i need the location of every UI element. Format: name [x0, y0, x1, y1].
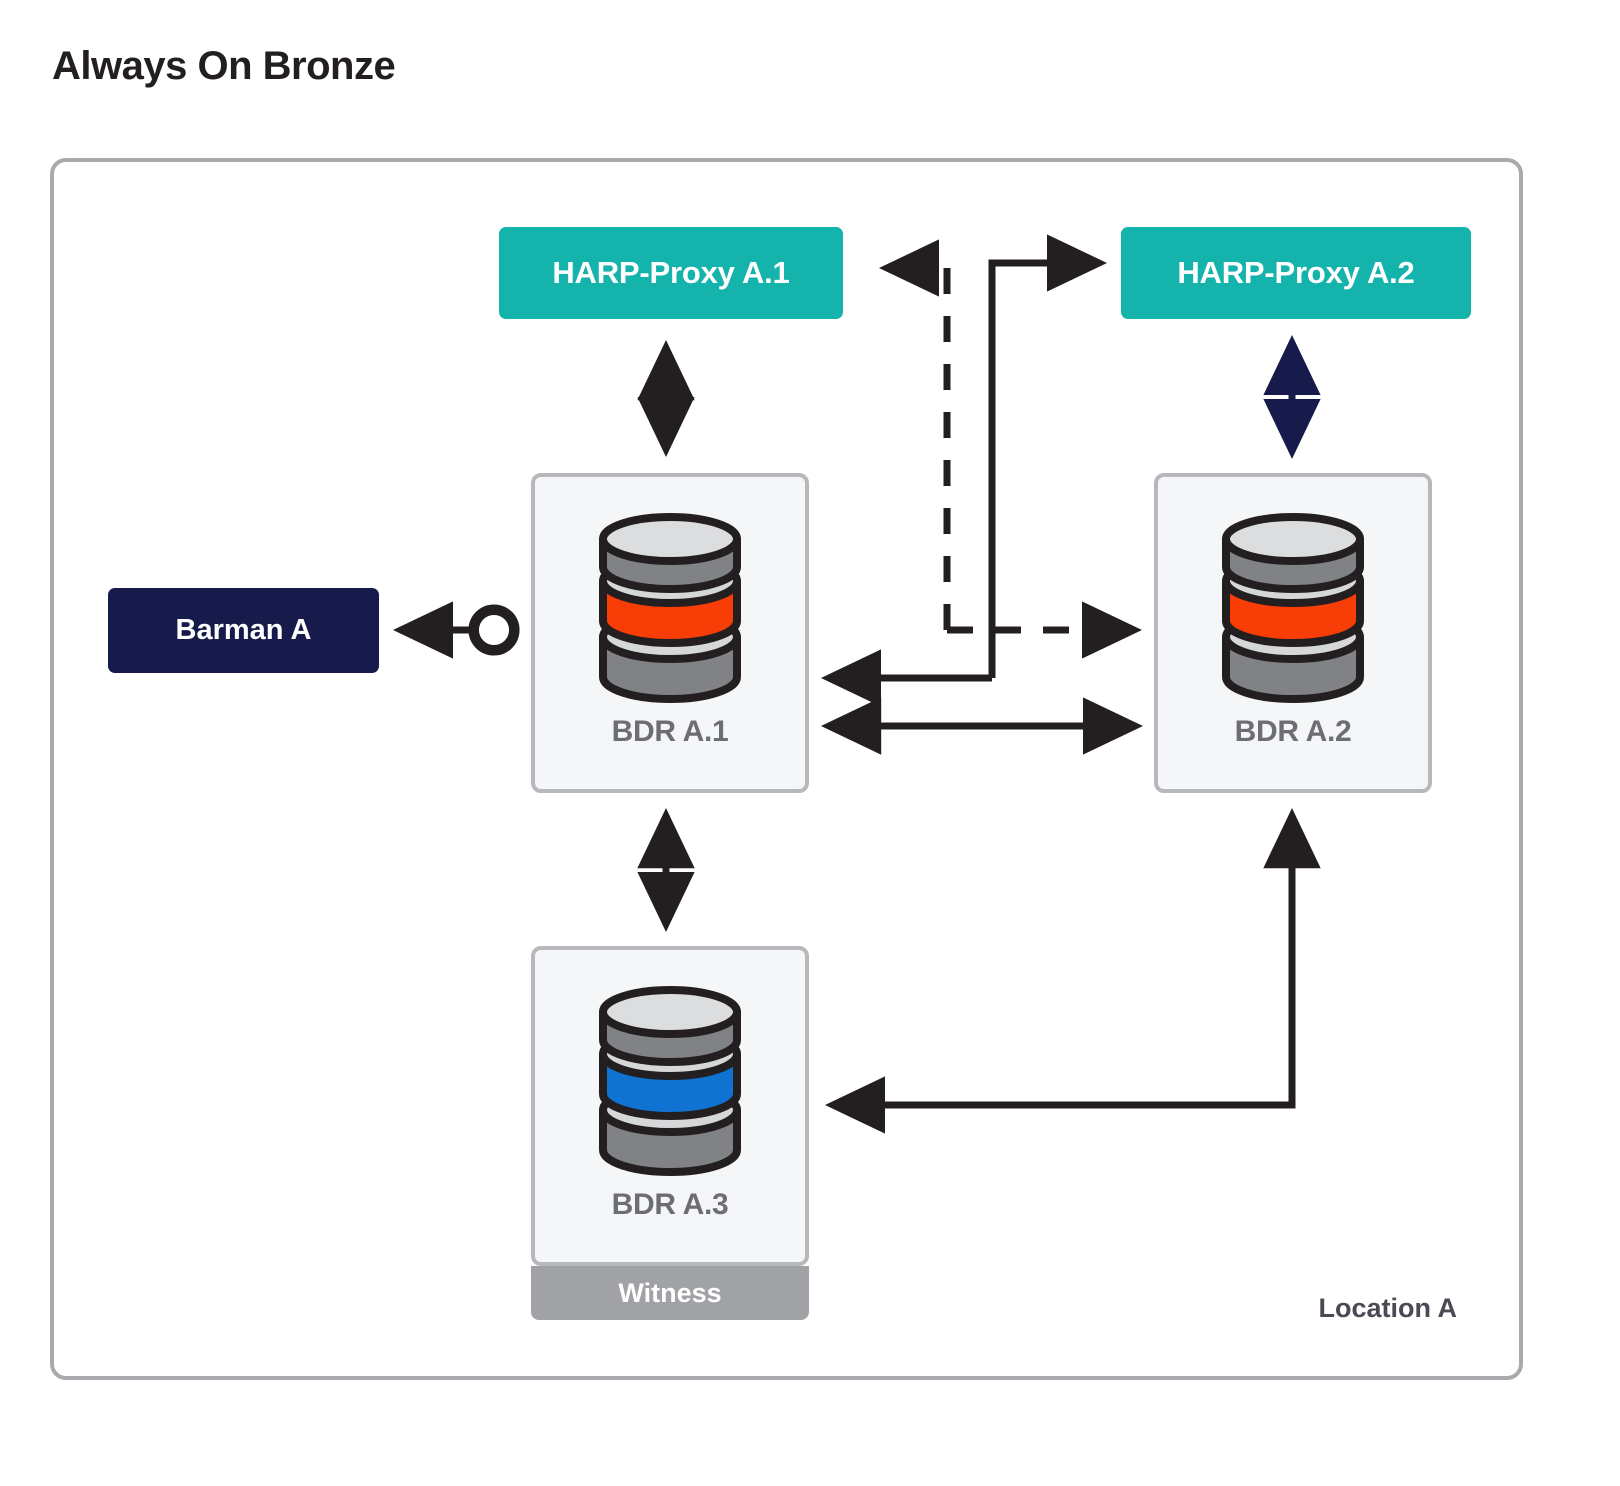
location-label: Location A: [1318, 1293, 1458, 1323]
barman-a-node[interactable]: Barman A: [108, 588, 379, 673]
page-title: Always On Bronze: [52, 44, 396, 88]
bdr-a2-node[interactable]: BDR A.2: [1154, 473, 1432, 793]
bdr-a1-label: BDR A.1: [611, 715, 729, 748]
harp-proxy-a2-node[interactable]: HARP-Proxy A.2: [1121, 227, 1471, 319]
harp-proxy-a1-label: HARP-Proxy A.1: [552, 255, 790, 290]
bdr-a3-label: BDR A.3: [611, 1188, 729, 1221]
bdr-a1-node[interactable]: BDR A.1: [531, 473, 809, 793]
witness-role-bar: Witness: [531, 1266, 809, 1320]
bdr-a3-node[interactable]: BDR A.3: [531, 946, 809, 1266]
witness-label: Witness: [618, 1277, 722, 1308]
database-icon: [599, 986, 741, 1176]
harp-proxy-a1-node[interactable]: HARP-Proxy A.1: [499, 227, 843, 319]
barman-a-label: Barman A: [175, 614, 312, 646]
harp-proxy-a2-label: HARP-Proxy A.2: [1177, 255, 1415, 290]
bdr-a2-label: BDR A.2: [1234, 715, 1352, 748]
database-icon: [599, 513, 741, 703]
database-icon: [1222, 513, 1364, 703]
